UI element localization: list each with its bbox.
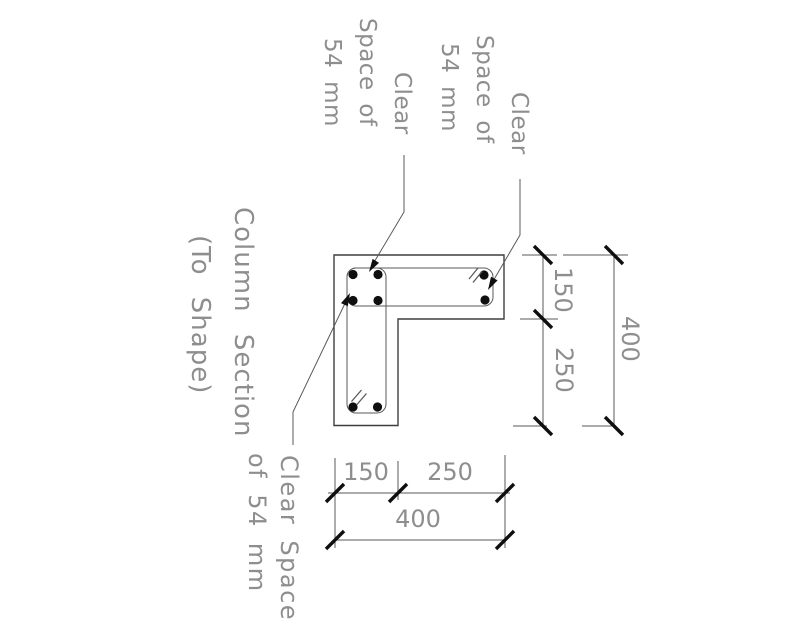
leader-line-top-right (488, 179, 521, 289)
dimension-tick (603, 415, 625, 437)
dimension-tick (324, 482, 346, 504)
rebar-dot (372, 402, 383, 412)
callout-top-right: Clear Space of 54 mm (431, 35, 536, 155)
dimension-tick (603, 244, 625, 266)
rebar-dot (348, 295, 358, 306)
arrowhead (488, 276, 498, 290)
rebar-dot (373, 269, 383, 280)
rebar-dots (348, 269, 490, 412)
dimension-tick (387, 482, 409, 504)
column-outline (333, 254, 505, 427)
stirrup-horizontal-leg (346, 267, 494, 307)
dimension-tick (532, 415, 554, 437)
hatch-mark (356, 393, 367, 406)
dimension-tick (324, 529, 346, 551)
dimension-tick (494, 529, 516, 551)
extension-lines (334, 254, 628, 548)
arrowhead (369, 258, 379, 272)
dim-label-bottom-250: 250 (427, 458, 473, 486)
dim-label-bottom-400: 400 (395, 505, 441, 533)
hatch-mark (472, 271, 483, 283)
callout-line: 54 mm (436, 43, 462, 132)
leader-line-bottom-left (292, 294, 350, 445)
callout-line: of 54 mm (243, 453, 271, 593)
dim-label-right-150: 150 (549, 267, 577, 313)
callout-top-left: Clear Space of 54 mm (314, 18, 419, 135)
leader-line-top-left (369, 155, 405, 270)
callout-line: Clear Space (275, 455, 303, 622)
arrowhead (341, 293, 350, 307)
rebar-dot (480, 295, 490, 305)
rebar-dot (348, 402, 358, 412)
rebar-dot (479, 270, 489, 280)
drawing-title-line: (To Shape) (185, 235, 215, 395)
dimension-tick (532, 308, 554, 330)
dimension-ticks (324, 244, 625, 551)
dim-label-right-250: 250 (550, 347, 578, 393)
dim-label-right-400: 400 (616, 316, 644, 362)
leader-arrowheads (341, 258, 498, 307)
callout-line: Clear (506, 92, 532, 155)
stirrup-vertical-leg (346, 267, 387, 414)
dimension-tick (494, 482, 516, 504)
hatch-mark (468, 267, 479, 280)
dimension-tick (532, 244, 554, 266)
callout-line: 54 mm (319, 38, 345, 127)
callout-bottom-left: Clear Space of 54 mm (241, 453, 305, 621)
dimension-lines (328, 255, 615, 541)
callout-line: Space of (471, 35, 497, 144)
hatch-mark (351, 389, 362, 402)
rebar-dot (348, 269, 358, 280)
leader-lines (292, 155, 521, 445)
dim-label-bottom-150: 150 (343, 458, 389, 486)
callout-line: Clear (389, 72, 415, 135)
rebar-dot (373, 295, 383, 306)
drawing-title-line: Column Section (228, 207, 258, 438)
clear-space-hatches (351, 267, 483, 406)
drawing-title: Column Section (To Shape) (178, 207, 264, 437)
callout-line: Space of (354, 18, 380, 127)
